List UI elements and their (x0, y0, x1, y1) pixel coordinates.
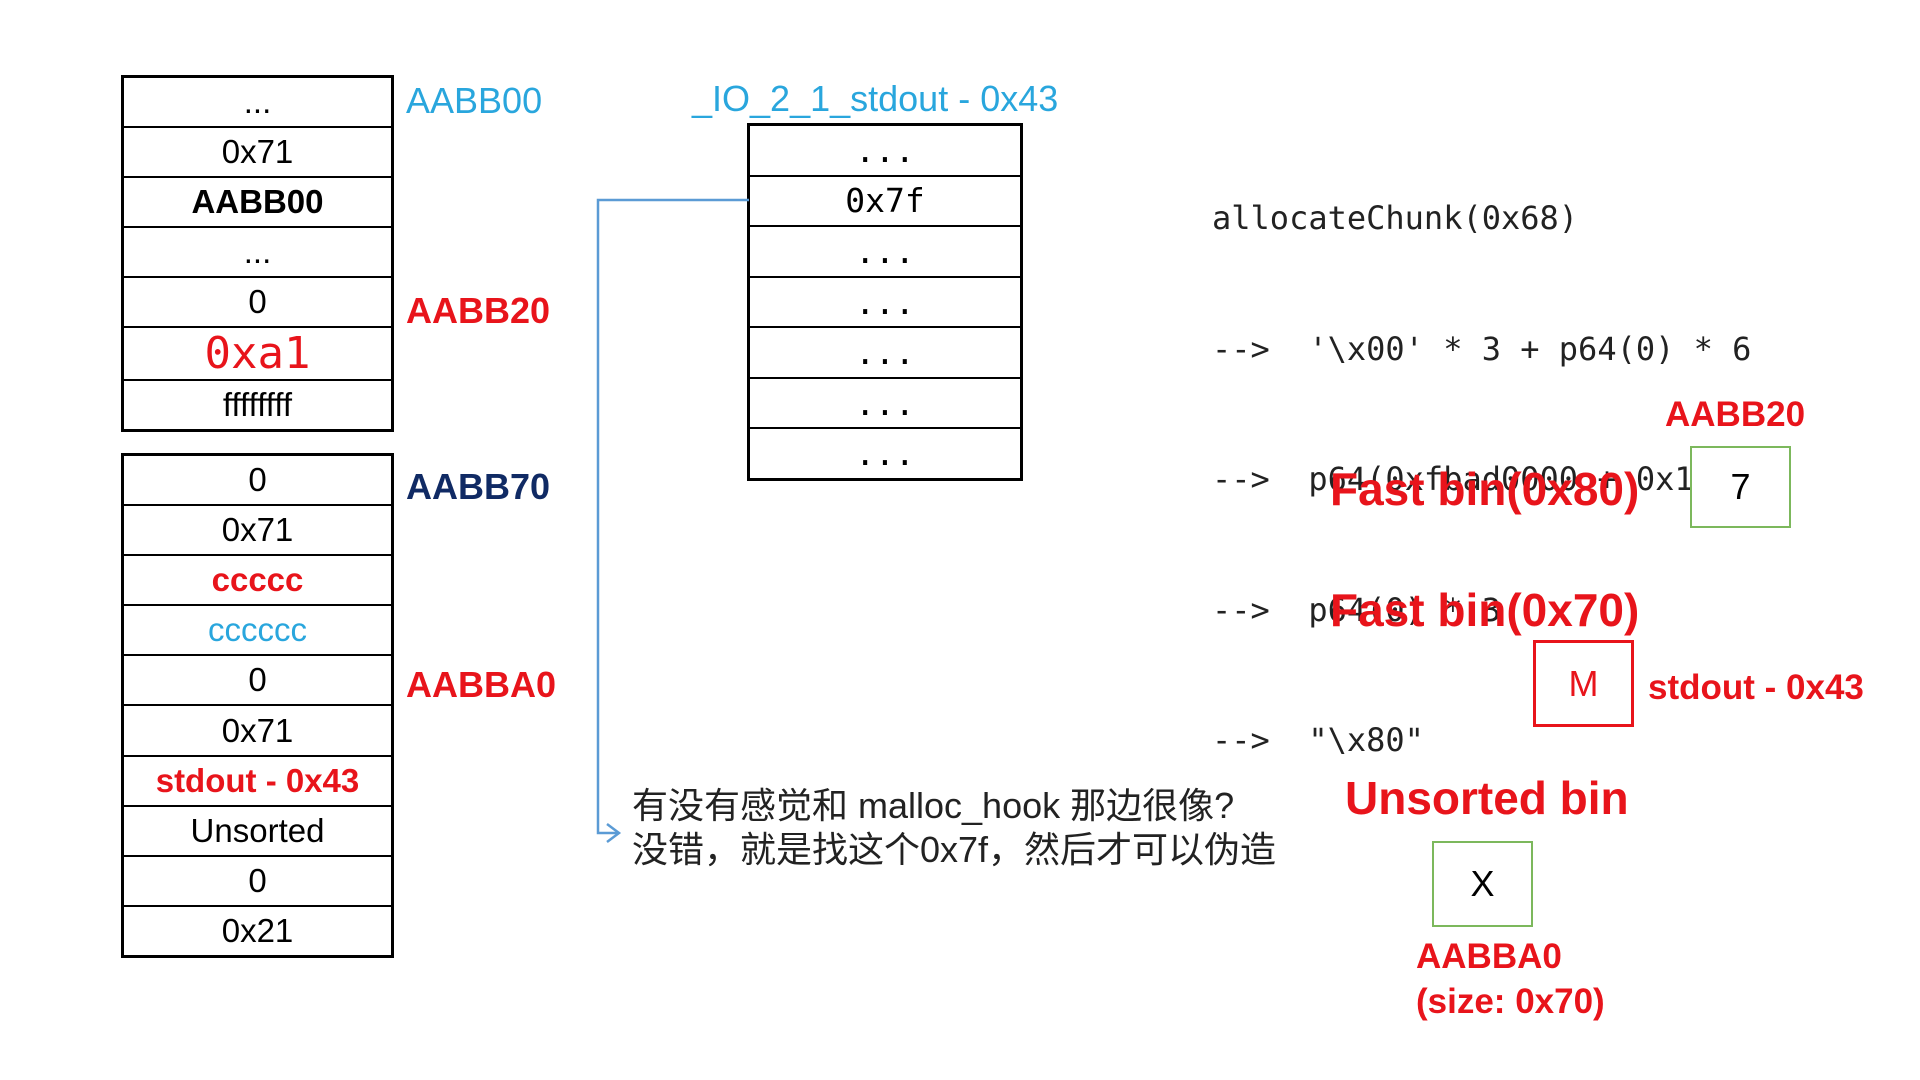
stdout-cell-0x7f: 0x7f (750, 174, 1020, 226)
fastbin70-chunk: M (1533, 640, 1634, 727)
note-line-2: 没错，就是找这个0x7f，然后才可以伪造 (632, 829, 1277, 870)
heap-table-top: ... 0x71 AABB00 ... 0 0xa1 ffffffff (121, 75, 394, 432)
code-line: --> p64(0) * 3 (1212, 590, 1501, 629)
heap-cell-fd-stdout: stdout - 0x43 (124, 754, 391, 805)
heap-cell: ... (124, 226, 391, 276)
heap-cell: cccccc (124, 604, 391, 654)
heap-cell: ... (243, 83, 272, 120)
addr-label-aabb20: AABB20 (406, 290, 551, 331)
payload-code: allocateChunk(0x68) --> '\x00' * 3 + p64… (1212, 110, 1771, 806)
unsorted-bin-title: Unsorted bin (1345, 772, 1629, 824)
fastbin70-title: Fast bin(0x70) (1330, 584, 1640, 636)
fastbin80-chunk: 7 (1690, 446, 1791, 528)
stdout-cell: ... (750, 225, 1020, 276)
stdout-cell: ... (855, 130, 915, 170)
note-line-1: 有没有感觉和 malloc_hook 那边很像? (632, 785, 1235, 826)
addr-label-aabb70: AABB70 (406, 466, 551, 507)
heap-cell: 0x21 (124, 904, 391, 955)
heap-cell-size-0xa1: 0xa1 (124, 326, 391, 379)
code-line: --> "\x80" (1212, 721, 1424, 759)
heap-cell: ccccc (124, 554, 391, 604)
unsorted-size: (size: 0x70) (1416, 982, 1605, 1021)
heap-table-bottom: 0 0x71 ccccc cccccc 0 0x71 stdout - 0x43… (121, 453, 394, 958)
heap-cell: Unsorted (124, 804, 391, 855)
unsorted-addr: AABBA0 (1416, 937, 1562, 976)
stdout-table: ... 0x7f ... ... ... ... ... (747, 123, 1023, 481)
fastbin80-addr: AABB20 (1665, 395, 1806, 434)
code-line: allocateChunk(0x68) (1212, 199, 1579, 237)
fastbin80-title: Fast bin(0x80) (1330, 463, 1640, 515)
stdout-cell: ... (750, 326, 1020, 377)
heap-cell: 0 (248, 461, 267, 499)
stdout-cell: ... (750, 376, 1020, 428)
addr-label-aabba0: AABBA0 (406, 664, 557, 705)
heap-cell: 0x71 (124, 504, 391, 554)
fastbin70-target: stdout - 0x43 (1648, 668, 1864, 707)
addr-label-aabb00: AABB00 (406, 80, 543, 121)
heap-cell: 0x71 (124, 704, 391, 754)
heap-cell: ffffffff (124, 379, 391, 429)
heap-cell: AABB00 (124, 176, 391, 226)
heap-cell: 0 (124, 276, 391, 326)
stdout-table-title: _IO_2_1_stdout - 0x43 (692, 78, 1059, 119)
heap-cell: 0 (124, 854, 391, 905)
note-text: 有没有感觉和 malloc_hook 那边很像? 没错，就是找这个0x7f，然后… (632, 784, 1276, 872)
stdout-cell: ... (750, 427, 1020, 478)
heap-cell: 0x71 (124, 126, 391, 176)
code-line: --> '\x00' * 3 + p64(0) * 6 (1212, 329, 1752, 368)
unsorted-chunk: X (1432, 841, 1533, 927)
heap-cell: 0 (124, 654, 391, 704)
stdout-cell: ... (750, 275, 1020, 327)
